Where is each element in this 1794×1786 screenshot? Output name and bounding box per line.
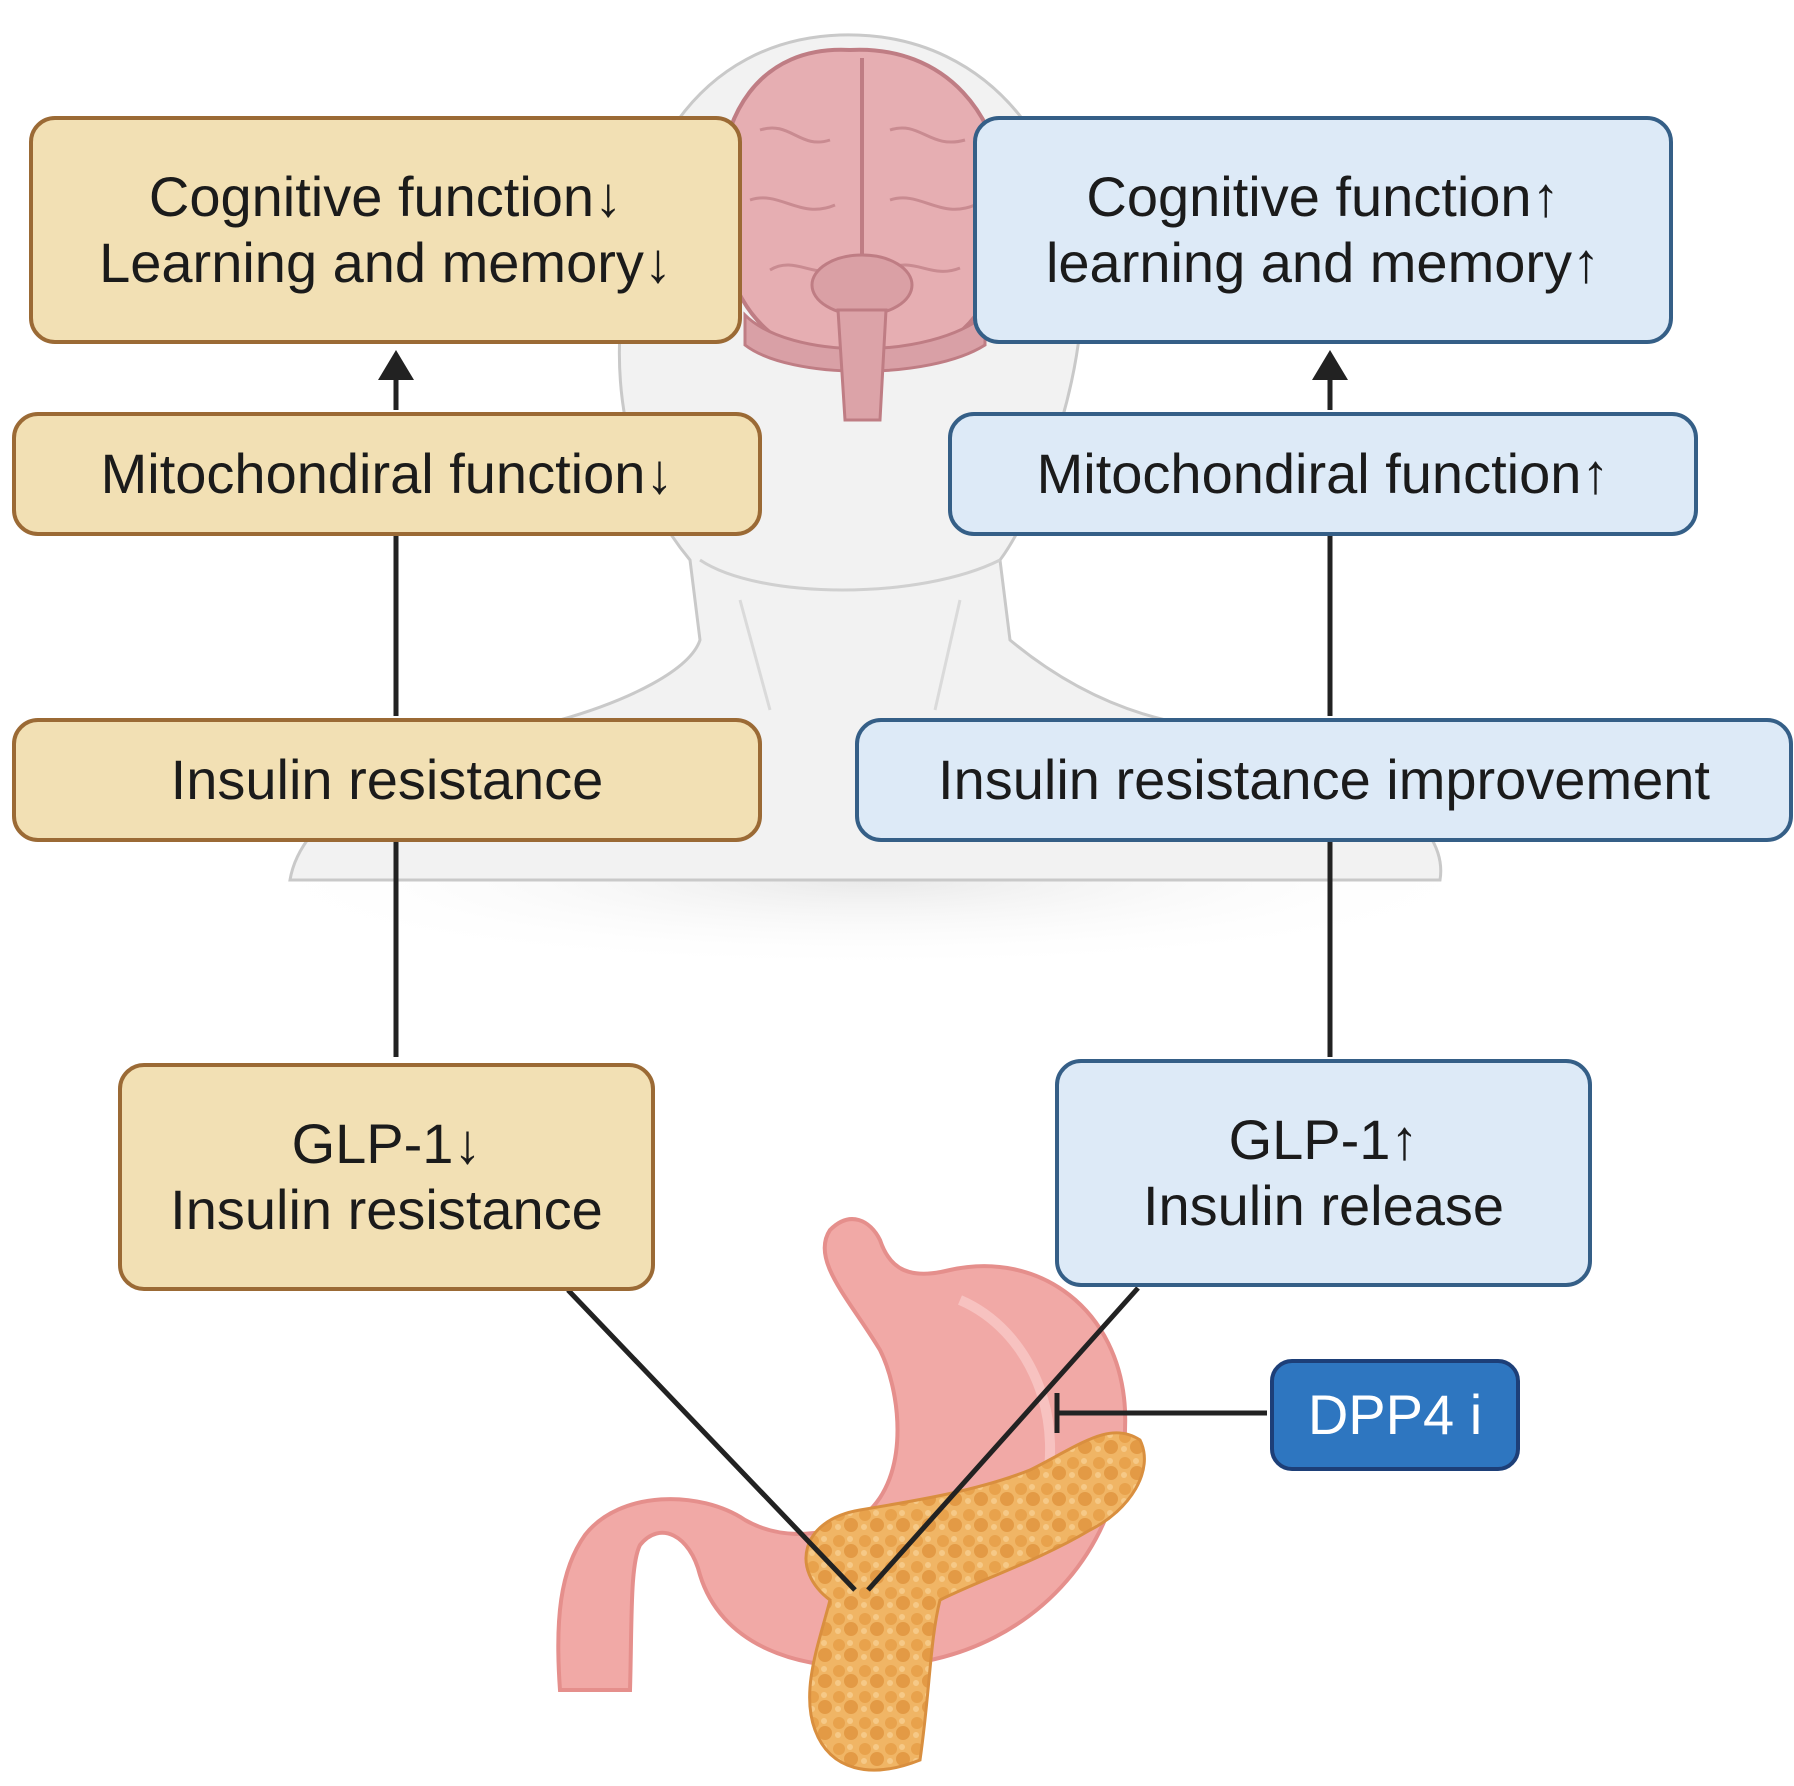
right-insulin-box: Insulin resistance improvement bbox=[855, 718, 1793, 842]
right-cognitive-line2: learning and memory↑ bbox=[1045, 231, 1601, 294]
right-mito-box: Mitochondiral function↑ bbox=[948, 412, 1698, 536]
right-glp-line2: Insulin release bbox=[1142, 1174, 1505, 1237]
dpp4-inhibitor-box: DPP4 i bbox=[1270, 1359, 1520, 1471]
left-glp-box: GLP-1↓ Insulin resistance bbox=[118, 1063, 655, 1291]
left-connectors bbox=[393, 375, 857, 1592]
left-insulin-label: Insulin resistance bbox=[170, 748, 604, 811]
brain bbox=[717, 47, 1008, 422]
left-glp-line1: GLP-1↓ bbox=[291, 1112, 482, 1175]
right-arrowhead bbox=[1312, 350, 1348, 380]
left-insulin-box: Insulin resistance bbox=[12, 718, 762, 842]
left-mito-label: Mitochondiral function↓ bbox=[100, 442, 674, 505]
left-cognitive-box: Cognitive function↓ Learning and memory↓ bbox=[29, 116, 742, 344]
right-insulin-label: Insulin resistance improvement bbox=[938, 748, 1710, 811]
right-connectors bbox=[866, 375, 1333, 1592]
dpp4-inhibitor-label: DPP4 i bbox=[1307, 1383, 1483, 1446]
left-mito-box: Mitochondiral function↓ bbox=[12, 412, 762, 536]
right-glp-line1: GLP-1↑ bbox=[1228, 1108, 1419, 1171]
left-glp-line2: Insulin resistance bbox=[170, 1178, 603, 1241]
right-cognitive-box: Cognitive function↑ learning and memory↑ bbox=[973, 116, 1673, 344]
right-glp-box: GLP-1↑ Insulin release bbox=[1055, 1059, 1592, 1287]
left-cognitive-line1: Cognitive function↓ bbox=[148, 165, 623, 228]
left-arrowhead bbox=[378, 350, 414, 380]
right-cognitive-line1: Cognitive function↑ bbox=[1086, 165, 1560, 228]
pancreas bbox=[804, 1431, 1146, 1772]
left-cognitive-line2: Learning and memory↓ bbox=[99, 231, 672, 294]
right-mito-label: Mitochondiral function↑ bbox=[1036, 442, 1610, 505]
